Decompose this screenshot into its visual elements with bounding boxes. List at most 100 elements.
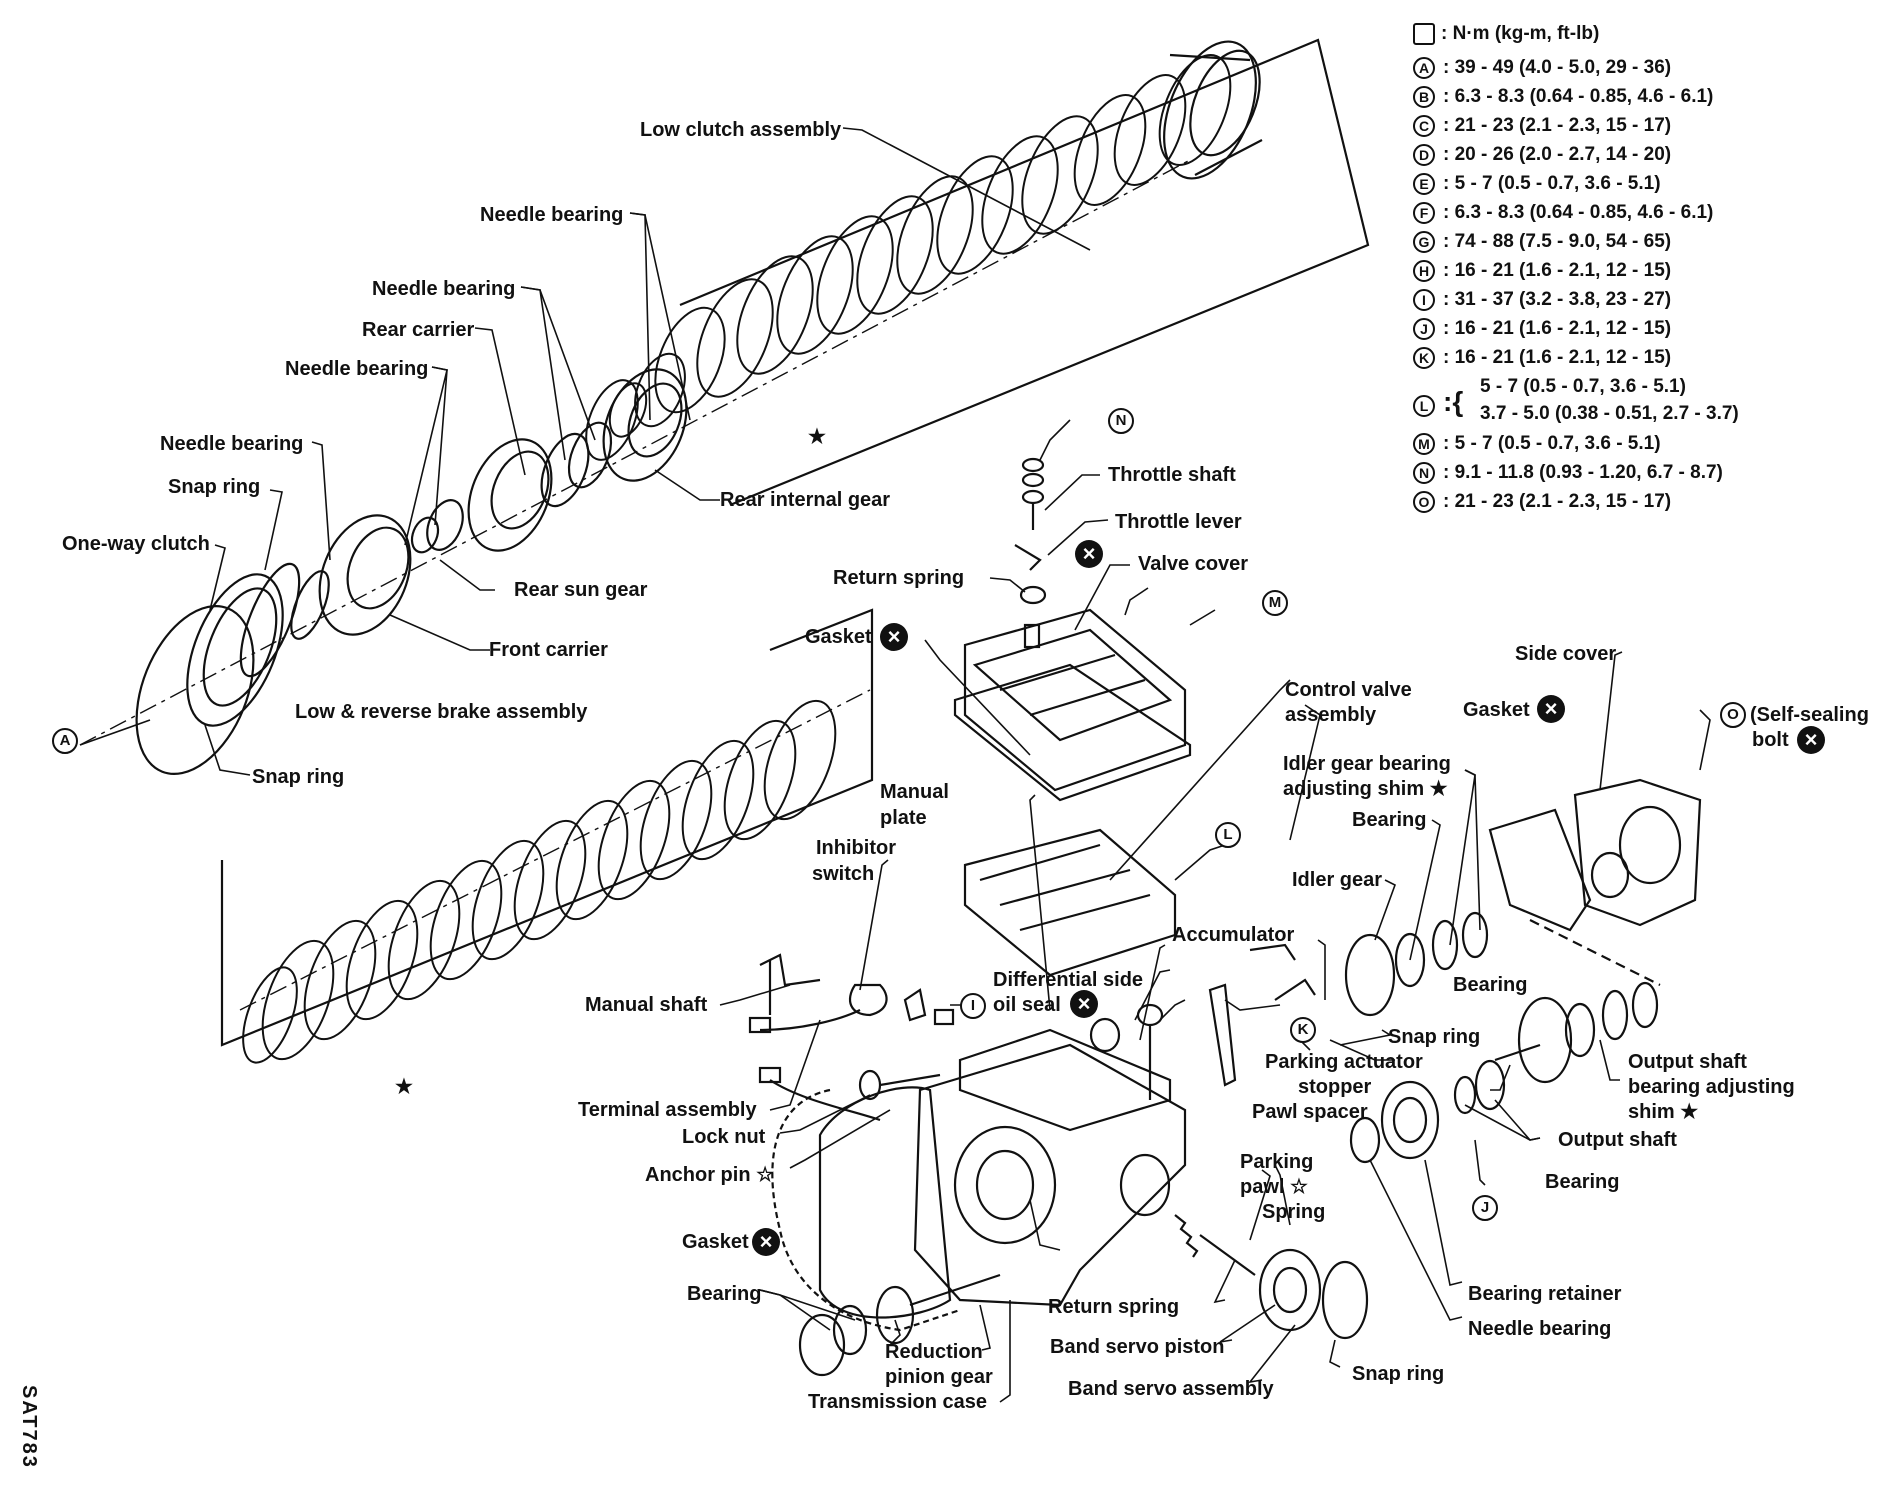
label-idler-gear: Idler gear xyxy=(1292,869,1383,891)
low-clutch-plates xyxy=(585,54,1232,461)
legend-row-d: D : 20 - 26 (2.0 - 2.7, 14 - 20) xyxy=(1413,143,1671,167)
label-terminal-assembly: Terminal assembly xyxy=(578,1099,757,1121)
label-control-valve-1: Control valve xyxy=(1285,679,1412,701)
low-reverse-brake-box xyxy=(220,608,874,1047)
legend-row-g: G: 74 - 88 (7.5 - 9.0, 54 - 65) xyxy=(1413,230,1671,254)
legend-key-icon: O xyxy=(1413,490,1435,513)
label-rear-internal-gear: Rear internal gear xyxy=(720,489,891,511)
legend-key-icon: F xyxy=(1413,201,1435,224)
label-bearing-3: Bearing xyxy=(1545,1171,1620,1193)
label-needle-bearing-5: Needle bearing xyxy=(1468,1318,1612,1340)
label-snap-ring-4: Snap ring xyxy=(1352,1363,1445,1385)
label-return-spring-2: Return spring xyxy=(1048,1296,1180,1318)
label-accumulator: Accumulator xyxy=(1172,924,1295,946)
rear-internal-gear xyxy=(540,368,688,508)
callout-a: A xyxy=(52,728,78,754)
legend-value: : 20 - 26 (2.0 - 2.7, 14 - 20) xyxy=(1443,144,1672,165)
label-diff-seal-1: Differential side xyxy=(993,969,1144,991)
manual-shaft-shape xyxy=(748,953,955,1122)
star-icon: ★ xyxy=(808,426,826,448)
label-parking-actuator: Parking actuator xyxy=(1265,1051,1423,1073)
legend-row-k: K: 16 - 21 (1.6 - 2.1, 12 - 15) xyxy=(1413,346,1671,370)
label-return-spring-1: Return spring xyxy=(833,567,965,589)
legend-key-icon: D xyxy=(1413,143,1435,166)
label-needle-bearing-4: Needle bearing xyxy=(160,433,304,455)
label-manual-plate-2: plate xyxy=(880,807,927,829)
label-anchor-pin: Anchor pin ☆ xyxy=(645,1164,775,1186)
accumulator-shape xyxy=(1089,943,1316,1100)
legend-value: : 31 - 37 (3.2 - 3.8, 23 - 27) xyxy=(1443,289,1672,310)
legend-unit-row: : N·m (kg-m, ft-lb) xyxy=(1413,22,1599,46)
label-self-sealing-2: bolt xyxy=(1752,729,1789,751)
callout-l: L xyxy=(1215,822,1241,848)
label-output-shim-2: bearing adjusting xyxy=(1628,1076,1795,1098)
label-manual-plate-1: Manual xyxy=(880,781,949,803)
callout-n: N xyxy=(1108,408,1134,434)
label-pawl-spacer: Pawl spacer xyxy=(1252,1101,1368,1123)
front-carrier xyxy=(239,514,412,678)
label-gasket-3: Gasket xyxy=(682,1231,749,1253)
label-snap-ring-3: Snap ring xyxy=(1388,1026,1481,1048)
label-low-reverse-brake: Low & reverse brake assembly xyxy=(295,701,588,723)
legend-row-f: F : 6.3 - 8.3 (0.64 - 0.85, 4.6 - 6.1) xyxy=(1413,201,1713,225)
label-transmission-case: Transmission case xyxy=(808,1391,987,1413)
label-parking-pawl-1: Parking xyxy=(1240,1151,1314,1173)
label-diff-seal-2: oil seal xyxy=(993,994,1061,1016)
one-way-clutch xyxy=(186,573,284,727)
legend-unit-label: : N·m (kg-m, ft-lb) xyxy=(1441,23,1600,44)
legend-value: : 6.3 - 8.3 (0.64 - 0.85, 4.6 - 6.1) xyxy=(1443,202,1714,223)
label-inhibitor-1: Inhibitor xyxy=(816,837,896,859)
label-manual-shaft: Manual shaft xyxy=(585,994,708,1016)
label-snap-ring-2: Snap ring xyxy=(252,766,345,788)
label-low-clutch-assembly: Low clutch assembly xyxy=(640,119,842,141)
replace-x-icon: × xyxy=(1070,990,1098,1018)
callout-o: O xyxy=(1720,702,1746,728)
label-gasket-1: Gasket xyxy=(805,626,872,648)
legend-row-l: L:{ xyxy=(1413,388,1463,418)
label-control-valve-2: assembly xyxy=(1285,704,1377,726)
legend-value: : 9.1 - 11.8 (0.93 - 1.20, 6.7 - 8.7) xyxy=(1443,462,1723,483)
label-bearing-retainer: Bearing retainer xyxy=(1468,1283,1622,1305)
label-output-shim-1: Output shaft xyxy=(1628,1051,1747,1073)
lower-axis-line xyxy=(239,689,871,1011)
label-output-shaft: Output shaft xyxy=(1558,1129,1677,1151)
label-rear-carrier: Rear carrier xyxy=(362,319,475,341)
callout-i: I xyxy=(960,993,986,1019)
legend-row-e: E: 5 - 7 (0.5 - 0.7, 3.6 - 5.1) xyxy=(1413,172,1661,196)
label-front-carrier: Front carrier xyxy=(489,639,608,661)
case-gasket-shape xyxy=(771,1088,961,1332)
legend-key-icon: H xyxy=(1413,259,1435,282)
legend-key-icon: K xyxy=(1413,346,1435,369)
label-output-shim-3: shim ★ xyxy=(1628,1101,1699,1123)
legend-value: : 6.3 - 8.3 (0.64 - 0.85, 4.6 - 6.1) xyxy=(1443,86,1714,107)
label-spring: Spring xyxy=(1262,1201,1326,1223)
legend-key-icon: N xyxy=(1413,461,1435,484)
legend-row-l-value-1: 5 - 7 (0.5 - 0.7, 3.6 - 5.1) xyxy=(1480,376,1686,397)
legend-value: : 21 - 23 (2.1 - 2.3, 15 - 17) xyxy=(1443,491,1672,512)
label-throttle-shaft: Throttle shaft xyxy=(1108,464,1236,486)
label-inhibitor-2: switch xyxy=(812,863,875,885)
legend-row-o: O : 21 - 23 (2.1 - 2.3, 15 - 17) xyxy=(1413,490,1671,514)
label-bearing-2: Bearing xyxy=(1453,974,1528,996)
label-idler-shim-2: adjusting shim ★ xyxy=(1283,778,1448,800)
legend-row-b: B : 6.3 - 8.3 (0.64 - 0.85, 4.6 - 6.1) xyxy=(1413,85,1713,109)
figure-code: SAT783 xyxy=(18,1385,40,1469)
reduction-pinion-shape xyxy=(798,1273,1001,1377)
legend-value: : 39 - 49 (4.0 - 5.0, 29 - 36) xyxy=(1443,57,1672,78)
legend-key-icon: L xyxy=(1413,394,1435,417)
legend-row-m: M: 5 - 7 (0.5 - 0.7, 3.6 - 5.1) xyxy=(1413,432,1661,456)
replace-x-icon: × xyxy=(880,623,908,651)
label-needle-bearing-3: Needle bearing xyxy=(285,358,429,380)
legend-row-a: A: 39 - 49 (4.0 - 5.0, 29 - 36) xyxy=(1413,56,1671,80)
label-rear-sun-gear: Rear sun gear xyxy=(514,579,648,601)
legend-key-icon: B xyxy=(1413,85,1435,108)
replace-x-icon: × xyxy=(752,1228,780,1256)
label-one-way-clutch: One-way clutch xyxy=(62,533,210,555)
side-cover-shape xyxy=(1488,778,1702,986)
callout-j: J xyxy=(1472,1195,1498,1221)
legend-value: : 5 - 7 (0.5 - 0.7, 3.6 - 5.1) xyxy=(1443,173,1661,194)
callout-m: M xyxy=(1262,590,1288,616)
legend-key-icon: M xyxy=(1413,432,1435,455)
legend-key-icon: C xyxy=(1413,114,1435,137)
